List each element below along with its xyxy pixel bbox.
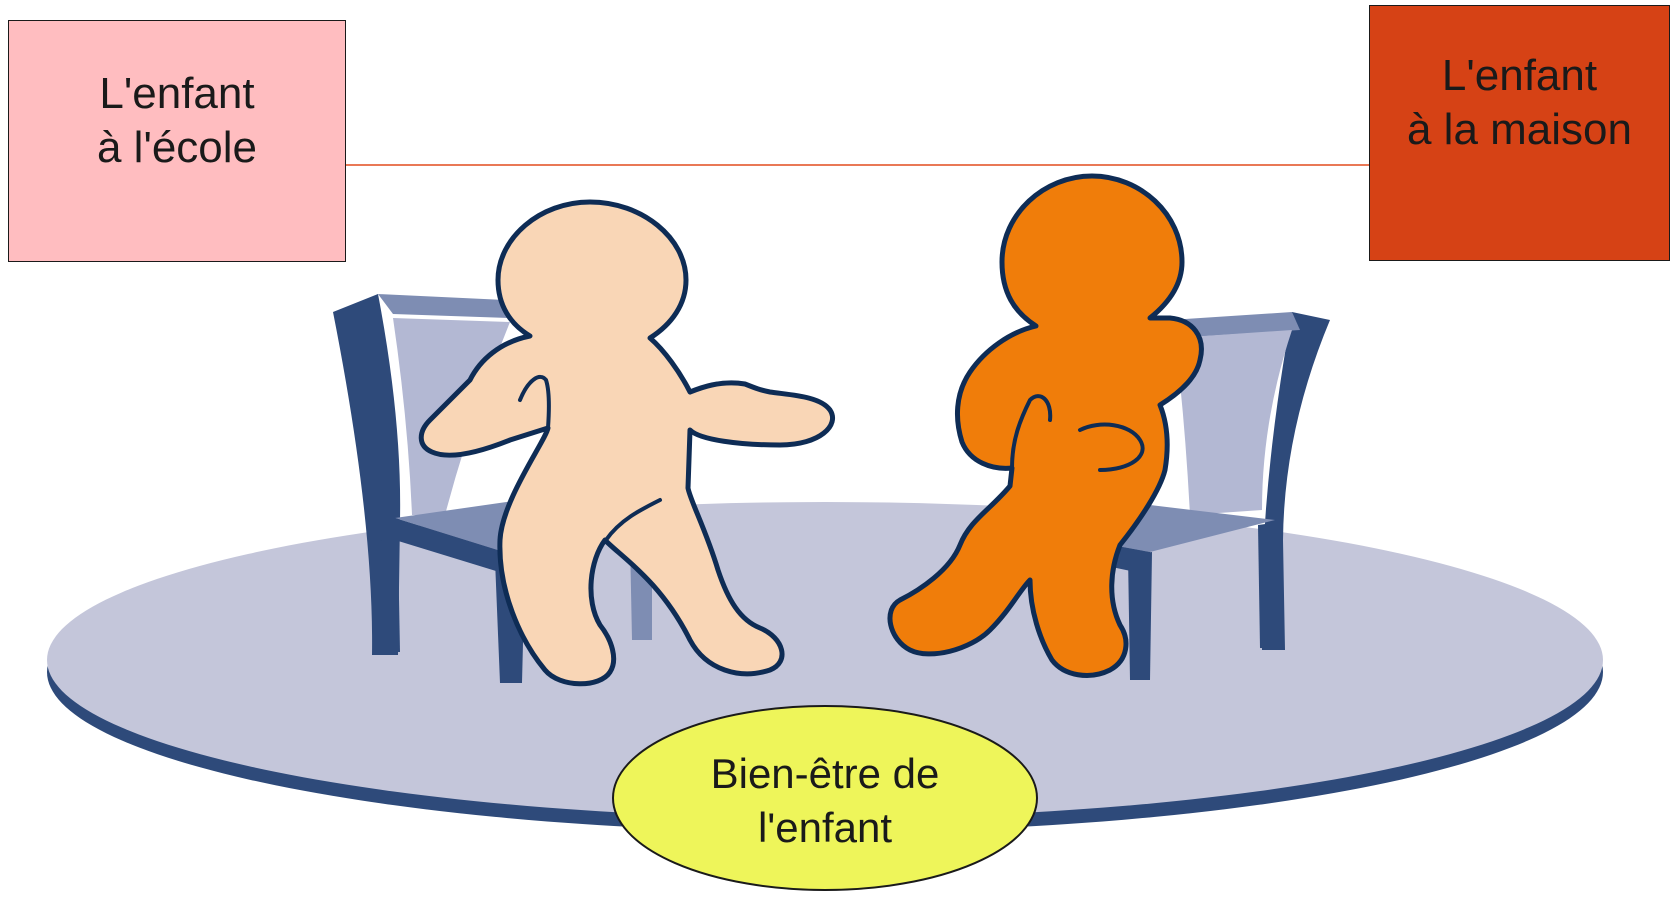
wellbeing-line-1: Bien-être de	[710, 750, 940, 797]
home-line-2: à la maison	[1406, 105, 1632, 154]
left-person-icon	[418, 199, 835, 687]
wellbeing-line-2: l'enfant	[757, 804, 893, 851]
platform	[47, 502, 1603, 832]
home-line-1: L'enfant	[1441, 51, 1598, 100]
school-box: L'enfant à l'école	[8, 20, 346, 262]
wellbeing-label: Bien-être de l'enfant	[618, 747, 1032, 855]
home-box: L'enfant à la maison	[1369, 5, 1670, 261]
wellbeing-bubble	[612, 705, 1038, 891]
right-person-icon	[887, 173, 1204, 678]
school-line-2: à l'école	[96, 123, 258, 172]
left-chair-icon	[333, 294, 652, 683]
school-line-1: L'enfant	[99, 69, 255, 118]
